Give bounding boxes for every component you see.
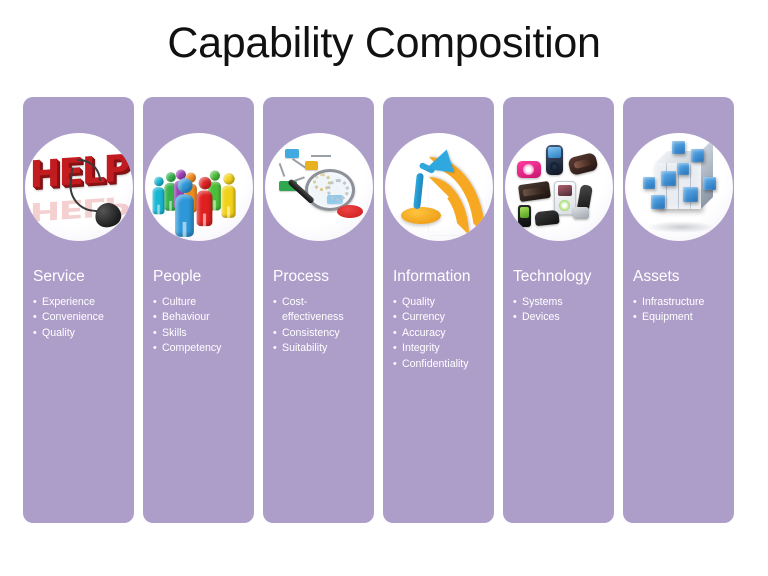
magnifier-lens-icon bbox=[304, 169, 355, 211]
page-title: Capability Composition bbox=[167, 19, 601, 67]
electronic-devices-icon bbox=[504, 133, 613, 241]
pillar-service-label: Service bbox=[33, 268, 85, 285]
black-camera-icon bbox=[566, 151, 599, 177]
list-item: Systems bbox=[513, 295, 625, 311]
list-item: Suitability bbox=[273, 341, 385, 357]
list-item: Integrity bbox=[393, 341, 520, 357]
pillar-process[interactable]: Process Cost-effectiveness Consistency S… bbox=[263, 97, 374, 523]
list-item: Equipment bbox=[633, 310, 760, 326]
pillar-people[interactable]: People Culture Behaviour Skills Competen… bbox=[143, 97, 254, 523]
blue-mp3-player-icon bbox=[545, 145, 563, 175]
pillar-information-image-wrap bbox=[384, 133, 493, 241]
pillar-assets-label: Assets bbox=[633, 268, 680, 285]
flow-box-green bbox=[278, 181, 297, 191]
list-item: Currency bbox=[393, 310, 520, 326]
pillar-technology[interactable]: Technology Systems Devices bbox=[503, 97, 614, 523]
list-item: Cost-effectiveness bbox=[273, 295, 354, 326]
pillar-people-image-wrap bbox=[144, 133, 253, 241]
help-mouse-icon: HELP HELP bbox=[24, 133, 133, 241]
black-console-icon bbox=[517, 180, 551, 203]
figure-cyan bbox=[152, 176, 164, 215]
pillar-people-bullets: Culture Behaviour Skills Competency bbox=[153, 295, 265, 357]
blue-cube-4 bbox=[702, 177, 716, 190]
list-item: Behaviour bbox=[153, 310, 265, 326]
pillar-service[interactable]: HELP HELP Service Experience Convenience… bbox=[23, 97, 134, 523]
pillar-technology-bullets: Systems Devices bbox=[513, 295, 625, 326]
megaphone-base bbox=[400, 207, 441, 224]
blue-cube-5 bbox=[650, 195, 665, 209]
black-mouse-icon bbox=[533, 209, 560, 227]
magnifier-flowchart-icon bbox=[264, 133, 373, 241]
list-item: Convenience bbox=[33, 310, 145, 326]
pillar-assets-image-wrap bbox=[624, 133, 733, 241]
pillar-information[interactable]: Information Quality Currency Accuracy In… bbox=[383, 97, 494, 523]
list-item: Infrastructure bbox=[633, 295, 760, 311]
blue-cube-2 bbox=[690, 149, 704, 162]
blue-cube-1 bbox=[671, 141, 685, 154]
crowd-figures-icon bbox=[144, 133, 253, 241]
pillar-people-label: People bbox=[153, 268, 202, 285]
pillar-technology-image-wrap bbox=[504, 133, 613, 241]
figure-yellow bbox=[220, 173, 236, 218]
megaphone-neck bbox=[412, 172, 424, 210]
list-item: Devices bbox=[513, 310, 625, 326]
pillar-information-label: Information bbox=[393, 268, 471, 285]
pillar-process-bullets: Cost-effectiveness Consistency Suitabili… bbox=[273, 295, 385, 357]
megaphone-rss-icon bbox=[384, 133, 493, 241]
red-ellipse-shape bbox=[336, 205, 363, 218]
list-item: Culture bbox=[153, 295, 265, 311]
list-item: Quality bbox=[33, 326, 145, 342]
list-item: Skills bbox=[153, 326, 265, 342]
blue-cube-blocks-icon bbox=[624, 133, 733, 241]
pillar-assets[interactable]: Assets Infrastructure Equipment bbox=[623, 97, 734, 523]
list-item: Consistency bbox=[273, 326, 385, 342]
flow-box-blue bbox=[284, 149, 299, 158]
cube-shadow bbox=[646, 221, 715, 233]
pink-mp3-player-icon bbox=[516, 161, 541, 178]
blue-cube-6 bbox=[660, 171, 676, 186]
list-item: Competency bbox=[153, 341, 265, 357]
green-phone-icon bbox=[517, 205, 531, 227]
figure-green bbox=[163, 172, 177, 211]
pillar-process-label: Process bbox=[273, 268, 329, 285]
pillar-information-bullets: Quality Currency Accuracy Integrity Conf… bbox=[393, 295, 505, 372]
joystick-icon bbox=[576, 184, 593, 210]
pillar-service-bullets: Experience Convenience Quality bbox=[33, 295, 145, 342]
list-item: Accuracy bbox=[393, 326, 520, 342]
pillar-assets-bullets: Infrastructure Equipment bbox=[633, 295, 745, 326]
blue-cube-7 bbox=[682, 187, 698, 202]
pillar-process-image-wrap bbox=[264, 133, 373, 241]
pillar-columns: HELP HELP Service Experience Convenience… bbox=[23, 97, 745, 523]
blue-cube-8 bbox=[676, 163, 689, 175]
pillar-service-image-wrap: HELP HELP bbox=[24, 133, 133, 241]
flow-connector bbox=[310, 155, 331, 157]
pillar-technology-label: Technology bbox=[513, 268, 592, 285]
list-item: Confidentiality bbox=[393, 357, 520, 373]
grey-accessory-icon bbox=[572, 207, 589, 219]
list-item: Experience bbox=[33, 295, 145, 311]
flow-box-yellow bbox=[304, 161, 318, 170]
white-media-player-icon bbox=[553, 181, 576, 215]
blue-cube-3 bbox=[642, 177, 655, 189]
figure-red bbox=[196, 176, 212, 227]
list-item: Quality bbox=[393, 295, 520, 311]
flow-connector bbox=[278, 163, 285, 177]
figure-blue bbox=[174, 178, 194, 237]
